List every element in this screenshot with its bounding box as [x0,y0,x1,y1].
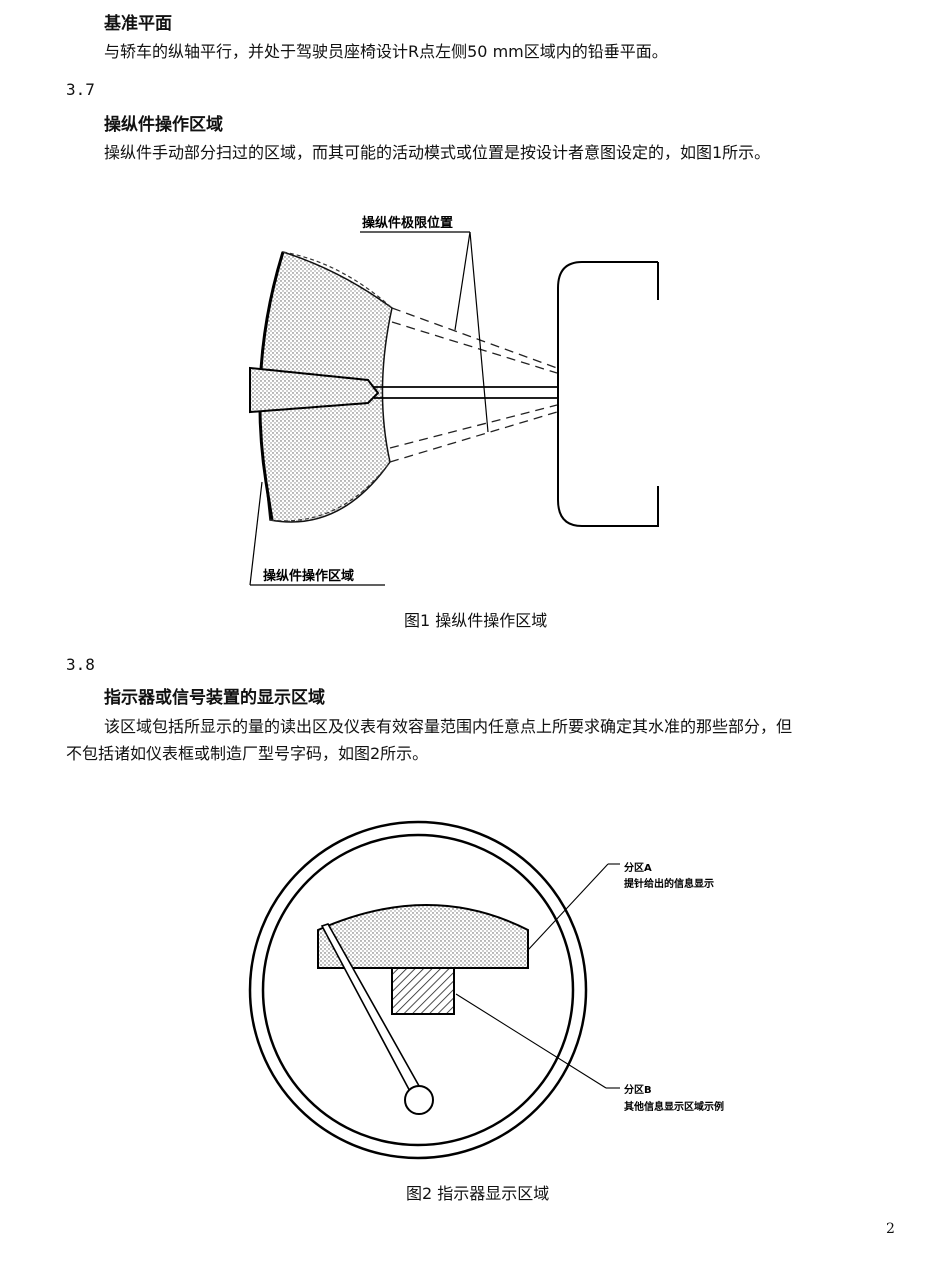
term-display-area: 指示器或信号装置的显示区域 [104,688,325,708]
definition-reference-plane: 与轿车的纵轴平行，并处于驾驶员座椅设计R点左侧50 mm区域内的铅垂平面。 [104,42,668,61]
limit-position-lines [389,307,558,463]
definition-display-area-line-2: 不包括诸如仪表框或制造厂型号字码，如图2所示。 [66,744,429,763]
section-number-3-8: 3.8 [66,655,95,674]
term-reference-plane: 基准平面 [104,14,172,34]
zone-a-display-area [317,904,529,969]
label-zone-a: 分区A [624,861,652,874]
label-operating-area: 操纵件操作区域 [263,568,354,584]
gauge-bezel-outer [248,820,588,1160]
figure-1-caption: 图1 操纵件操作区域 [404,611,548,630]
sweep-area-shape [249,251,393,523]
gauge-bezel-inner [261,833,575,1147]
mount-housing-shape [557,261,659,527]
page-number: 2 [886,1221,895,1237]
label-zone-b-desc: 其他信息显示区域示例 [624,1100,724,1113]
zone-b-display-area [391,967,455,1015]
gauge-needle [320,923,434,1115]
label-zone-b: 分区B [624,1083,652,1096]
definition-display-area-line-1: 该区域包括所显示的量的读出区及仪表有效容量范围内任意点上所要求确定其水准的那些部… [104,717,793,736]
label-zone-a-desc: 提针给出的信息显示 [624,877,714,890]
definition-control-operating-area: 操纵件手动部分扫过的区域，而其可能的活动模式或位置是按设计者意图设定的，如图1所… [104,143,771,162]
term-control-operating-area: 操纵件操作区域 [104,115,223,135]
label-limit-positions: 操纵件极限位置 [362,215,453,231]
section-number-3-7: 3.7 [66,80,95,99]
figure-2-caption: 图2 指示器显示区域 [406,1184,550,1203]
